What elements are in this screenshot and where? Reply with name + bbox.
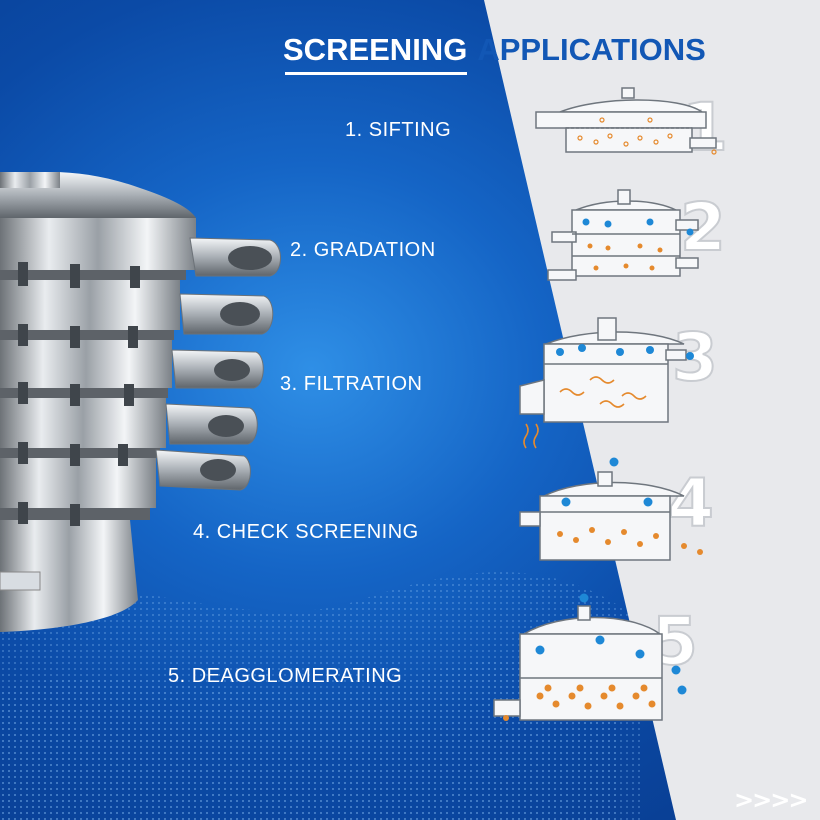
sifting-diagram: [535, 87, 717, 153]
check-screening-diagram: [519, 471, 685, 561]
deagglomerating-diagram: [493, 605, 663, 721]
title-word-screening: SCREENING: [283, 32, 468, 75]
step-label-deagglomerating: 5. DEAGGLOMERATING: [168, 665, 403, 687]
next-arrows-icon[interactable]: >>>>: [734, 786, 808, 814]
filtration-diagram: [519, 317, 687, 423]
step-number-4: 4: [668, 465, 714, 542]
step-label-check-screening: 4. CHECK SCREENING: [193, 521, 419, 543]
gradation-diagram: [547, 189, 699, 281]
step-label-gradation: 2. GRADATION: [290, 239, 436, 261]
page-title: SCREENING APPLICATIONS: [283, 32, 753, 75]
step-label-filtration: 3. FILTRATION: [280, 373, 423, 395]
title-word-applications: APPLICATIONS: [477, 32, 706, 67]
step-label-sifting: 1. SIFTING: [345, 119, 452, 141]
